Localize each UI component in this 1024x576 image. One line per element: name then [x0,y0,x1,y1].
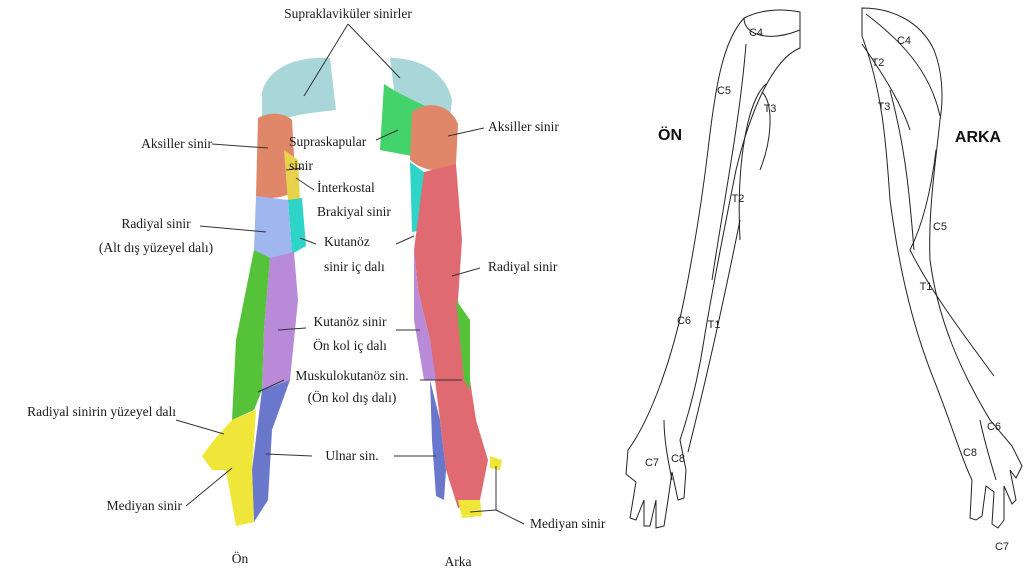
back-arm-colored [380,58,502,518]
label-interkostal-2: Brakiyal sinir [317,204,391,219]
front-hand-boundary [664,420,672,480]
label-kutanoz-onkol-1: Kutanöz sinir [313,314,387,329]
front-c5-boundary [712,44,746,280]
label-kutanoz-ic-2: sinir iç dalı [324,259,385,274]
label-radiyal-back: Radiyal sinir [488,259,558,274]
label-radiyal-yuzeyel: Radiyal sinirin yüzeyel dalı [27,404,176,419]
back-c5-boundary [910,150,936,250]
caption-back: Arka [445,554,472,569]
back-arm-outline [862,8,1022,528]
label-supraklavikuler: Supraklaviküler sinirler [284,6,412,21]
label-radiyal-alt-2: (Alt dış yüzeyel dalı) [99,240,213,255]
label-ulnar: Ulnar sin. [325,448,378,463]
label-muskulokutanoz-1: Muskulokutanöz sin. [295,368,408,383]
label-mediyan-front: Mediyan sinir [107,498,183,513]
front-radial-lower-region [254,196,292,260]
front-dermatome-outline: C4 C5 T3 T2 C6 T1 C7 C8 ÖN [626,10,800,528]
label-interkostal-1: İnterkostal [317,180,375,195]
back-seg-c8: C8 [963,447,977,459]
back-seg-t1: T1 [920,281,933,293]
front-t1-boundary [688,220,740,452]
front-seg-t3: T3 [764,103,777,115]
label-aksiller-back: Aksiller sinir [488,119,559,134]
label-radiyal-alt-1: Radiyal sinir [121,216,191,231]
label-supraskapular-1: Supraskapular [289,134,367,149]
label-kutanoz-onkol-2: Ön kol iç dalı [313,338,387,353]
front-ulnar-region [252,380,290,522]
back-dermatome-outline: C4 T2 T3 C5 T1 C6 C8 C7 ARKA [862,8,1022,553]
front-seg-t2: T2 [732,193,745,205]
back-t1-boundary [910,250,994,376]
front-seg-c4: C4 [749,27,763,39]
back-median-finger-region [458,500,482,518]
front-seg-c8: C8 [671,453,685,465]
label-mediyan-back: Mediyan sinir [530,516,606,531]
label-muskulokutanoz-2: (Ön kol dış dalı) [308,390,397,405]
label-supraskapular-2: sinir [289,158,314,173]
back-axillary-region [410,105,458,170]
front-seg-t1: T1 [708,319,721,331]
back-seg-c4: C4 [897,35,911,47]
label-aksiller-front: Aksiller sinir [141,136,212,151]
front-arm-outline [626,10,800,528]
back-seg-c6: C6 [987,421,1001,433]
back-seg-c7: C7 [995,541,1009,553]
front-median-hand-region [202,410,256,526]
heading-back: ARKA [955,129,1002,146]
front-seg-c6: C6 [677,315,691,327]
back-seg-t3: T3 [878,101,891,113]
back-seg-c5: C5 [933,221,947,233]
front-seg-c5: C5 [717,85,731,97]
back-seg-t2: T2 [872,57,885,69]
front-t2-boundary [739,84,766,240]
heading-front: ÖN [658,125,682,144]
front-supraclavicular-region [262,58,336,118]
label-kutanoz-ic-1: Kutanöz [324,234,370,249]
front-seg-c7: C7 [645,457,659,469]
front-arm-colored [202,58,336,526]
caption-front: Ön [232,551,249,566]
